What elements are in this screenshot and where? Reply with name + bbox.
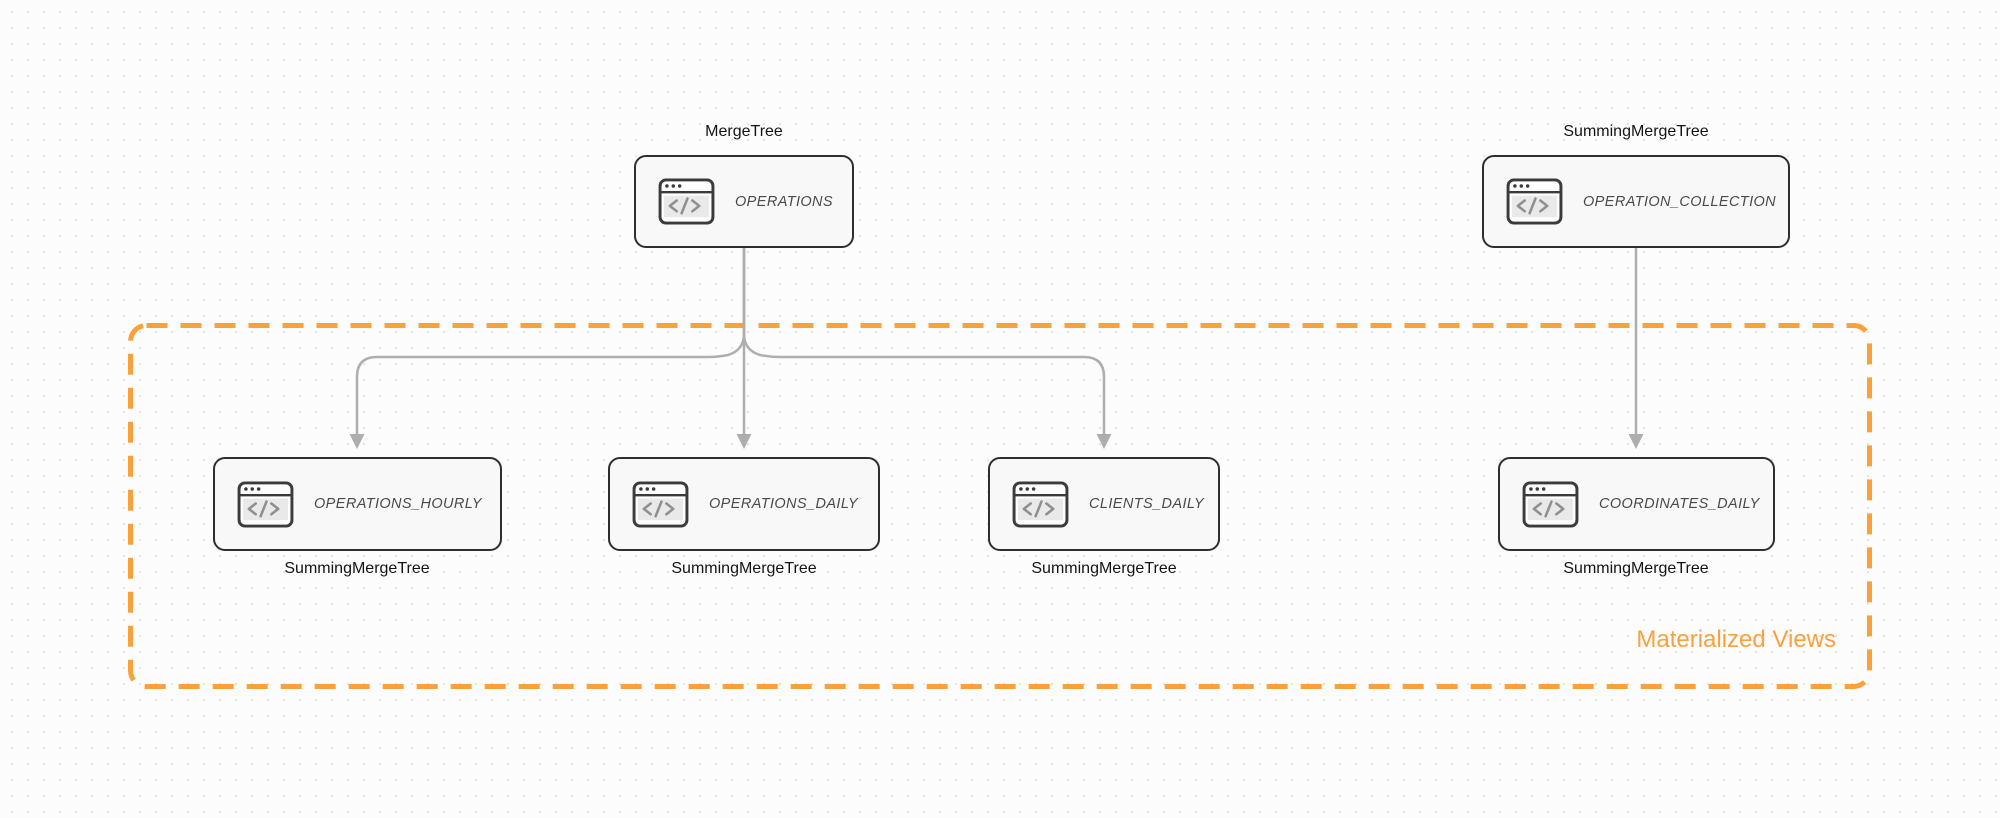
engine-label-clients-daily: SummingMergeTree — [1031, 560, 1177, 577]
node-operations-daily[interactable]: OPERATIONS_DAILY — [608, 457, 880, 551]
engine-label-operation-collection: SummingMergeTree — [1563, 123, 1709, 140]
node-operation-collection[interactable]: OPERATION_COLLECTION — [1482, 155, 1790, 248]
code-window-icon — [1522, 480, 1579, 528]
edge-operations-to-clients-daily — [742, 248, 1106, 436]
node-clients-daily[interactable]: CLIENTS_DAILY — [988, 457, 1220, 551]
engine-label-operations-daily: SummingMergeTree — [671, 560, 817, 577]
node-label: OPERATION_COLLECTION — [1583, 193, 1777, 210]
node-label: OPERATIONS — [735, 193, 833, 210]
node-coordinates-daily[interactable]: COORDINATES_DAILY — [1498, 457, 1775, 551]
arrowhead-coordinates-daily — [1628, 434, 1644, 449]
code-window-icon — [237, 480, 294, 528]
arrowhead-operations-hourly — [349, 434, 365, 449]
engine-label-operations: MergeTree — [705, 123, 783, 140]
engine-label-operations-hourly: SummingMergeTree — [284, 560, 430, 577]
node-label: CLIENTS_DAILY — [1089, 496, 1205, 512]
node-label: COORDINATES_DAILY — [1599, 496, 1760, 512]
node-label: OPERATIONS_DAILY — [709, 496, 859, 512]
node-label: OPERATIONS_HOURLY — [314, 496, 482, 512]
materialized-views-group-label: Materialized Views — [1636, 626, 1836, 653]
code-window-icon — [632, 480, 689, 528]
node-operations-hourly[interactable]: OPERATIONS_HOURLY — [213, 457, 502, 551]
engine-label-coordinates-daily: SummingMergeTree — [1563, 560, 1709, 577]
arrowhead-clients-daily — [1096, 434, 1112, 449]
edge-operations-to-operations-hourly — [355, 248, 746, 436]
arrowhead-operations-daily — [736, 434, 752, 449]
code-window-icon — [1012, 480, 1069, 528]
node-operations[interactable]: OPERATIONS — [634, 155, 854, 248]
code-window-icon — [1506, 178, 1563, 225]
code-window-icon — [658, 178, 715, 225]
